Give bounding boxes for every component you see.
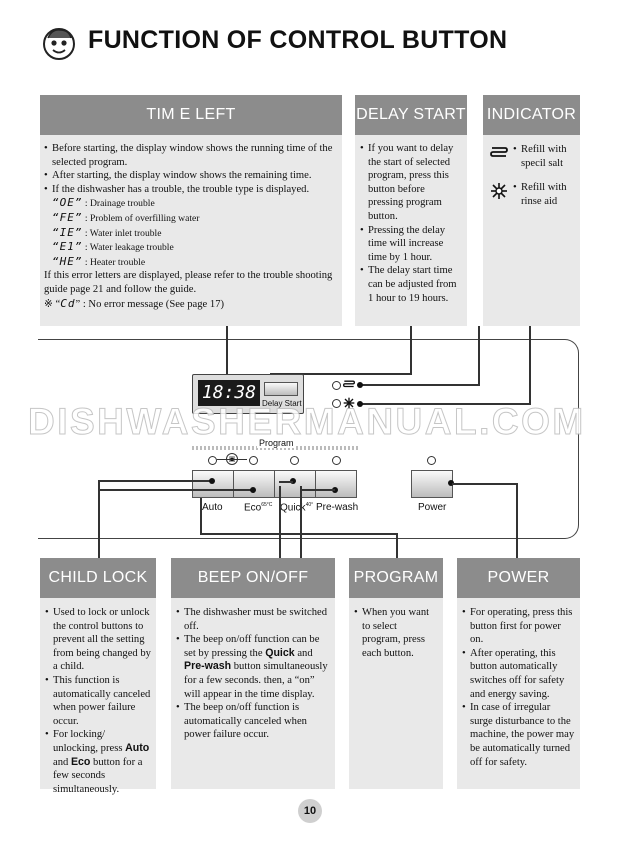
salt-icon — [343, 380, 355, 388]
power-led — [427, 456, 436, 465]
auto-label: Auto — [202, 502, 223, 513]
rinse-indicator-led — [332, 399, 341, 408]
indicator-header: INDICATOR — [483, 95, 580, 135]
prewash-led — [332, 456, 341, 465]
page-number: 10 — [303, 805, 317, 817]
auto-led — [208, 456, 217, 465]
delay-start-header: DELAY START — [355, 95, 467, 135]
beep-bullet-2: The beep on/off function can be set by p… — [176, 633, 329, 701]
power-bullet-3: In case of irregular surge disturbance t… — [462, 701, 575, 769]
prewash-label: Pre-wash — [316, 502, 359, 513]
mascot-icon — [43, 28, 75, 60]
beep-header: BEEP ON/OFF — [171, 558, 335, 598]
delay-start-button[interactable] — [264, 382, 298, 396]
beep-bullet-3: The beep on/off function is automaticall… — [176, 701, 329, 742]
error-row-ie: “IE” : Water inlet trouble — [52, 225, 162, 239]
beep-bullet-1: The dishwasher must be switched off. — [176, 606, 329, 633]
page-number-badge: 10 — [298, 799, 322, 823]
indicator-rinse-text: Refill with rinse aid — [513, 181, 576, 208]
delay-start-box: If you want to delay the start of select… — [355, 135, 467, 326]
time-left-bullet-3: If the dishwasher has a trouble, the tro… — [44, 183, 336, 197]
time-left-box: Before starting, the display window show… — [40, 135, 342, 326]
program-box: When you want to select program, press e… — [349, 598, 443, 789]
indicator-salt-row: Refill with specil salt — [487, 143, 576, 181]
error-row-e1: “E1” : Water leakage trouble — [52, 240, 174, 254]
program-bullet-1: When you want to select program, press e… — [354, 606, 438, 660]
power-button[interactable] — [411, 470, 453, 498]
error-row-he: “HE” : Heater trouble — [52, 254, 146, 268]
rinse-aid-icon — [491, 183, 507, 199]
salt-indicator-led — [332, 381, 341, 390]
program-label: Program — [257, 438, 296, 448]
control-panel-outline — [38, 339, 579, 539]
watermark: DISHWASHERMANUAL.COM — [28, 401, 586, 443]
power-label: Power — [418, 502, 447, 513]
child-lock-box: Used to lock or unlock the control butto… — [40, 598, 156, 795]
child-lock-header: CHILD LOCK — [40, 558, 156, 598]
header-logo — [42, 26, 76, 60]
program-bar — [192, 446, 360, 450]
salt-icon — [490, 147, 508, 157]
indicator-box: Refill with specil salt Refill with rins… — [483, 135, 580, 326]
delay-start-bullet-3: The delay start time can be adjusted fro… — [360, 264, 462, 305]
beep-box: The dishwasher must be switched off. The… — [171, 598, 335, 789]
quick-led — [290, 456, 299, 465]
indicator-rinse-row: Refill with rinse aid — [487, 181, 576, 219]
quick-button[interactable] — [274, 470, 316, 498]
power-bullet-1: For operating, press this button first f… — [462, 606, 575, 647]
program-header: PROGRAM — [349, 558, 443, 598]
power-header: POWER — [457, 558, 580, 598]
eco-label: Eco65°C — [244, 502, 273, 514]
time-display-value: 18:38 — [201, 382, 257, 403]
child-lock-bullet-3: For locking/ unlocking, press Auto and E… — [45, 728, 151, 796]
time-left-note: If this error letters are displayed, ple… — [44, 270, 333, 295]
child-lock-bullet-2: This function is automatically canceled … — [45, 674, 151, 728]
delay-start-bullet-1: If you want to delay the start of select… — [360, 142, 462, 224]
eco-led — [249, 456, 258, 465]
delay-start-label: Delay Start — [262, 399, 302, 408]
page-title: FUNCTION OF CONTROL BUTTON — [88, 26, 508, 54]
time-left-bullet-1: Before starting, the display window show… — [44, 142, 336, 169]
error-row-fe: “FE” : Problem of overfilling water — [52, 210, 200, 224]
time-left-header: TIM E LEFT — [40, 95, 342, 135]
time-display-window: 18:38 — [198, 380, 260, 406]
error-row-oe: “OE” : Drainage trouble — [52, 196, 155, 210]
power-bullet-2: After operating, this button automatical… — [462, 647, 575, 701]
delay-start-bullet-2: Pressing the delay time will increase ti… — [360, 224, 462, 265]
quick-label: Quick40° — [280, 502, 314, 514]
indicator-salt-text: Refill with specil salt — [513, 143, 576, 170]
power-box: For operating, press this button first f… — [457, 598, 580, 789]
prewash-button[interactable] — [315, 470, 357, 498]
auto-button[interactable] — [192, 470, 234, 498]
no-error-line: ※ “Cd” : No error message (See page 17) — [44, 296, 225, 310]
rinse-aid-icon — [343, 397, 355, 409]
time-left-bullet-2: After starting, the display window shows… — [44, 169, 336, 183]
eco-button[interactable] — [233, 470, 275, 498]
child-lock-bullet-1: Used to lock or unlock the control butto… — [45, 606, 151, 674]
